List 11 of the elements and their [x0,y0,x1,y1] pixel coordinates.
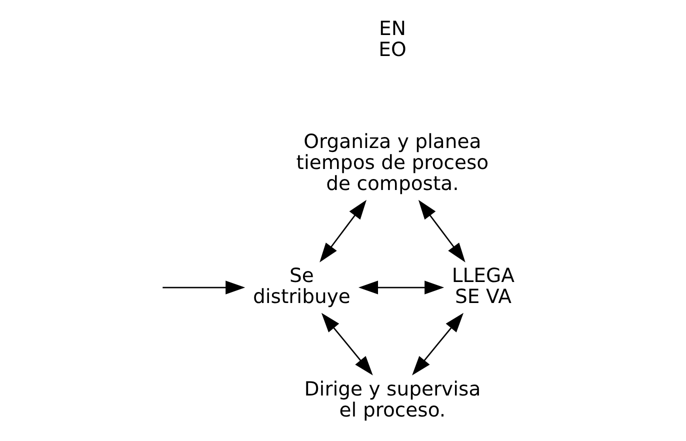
arrow [358,280,444,294]
arrow [321,312,373,376]
node-text: Organiza y planea tiempos de proceso de composta. [296,130,489,196]
arrow [162,280,246,294]
node-text: Dirige y supervisa el proceso. [304,377,481,422]
node-text: EN EO [378,17,406,62]
node-text: LLEGA SE VA [452,264,515,308]
arrow [418,200,466,262]
arrow [320,200,366,262]
node-text: Se distribuye [252,264,350,308]
arrow [412,312,464,376]
